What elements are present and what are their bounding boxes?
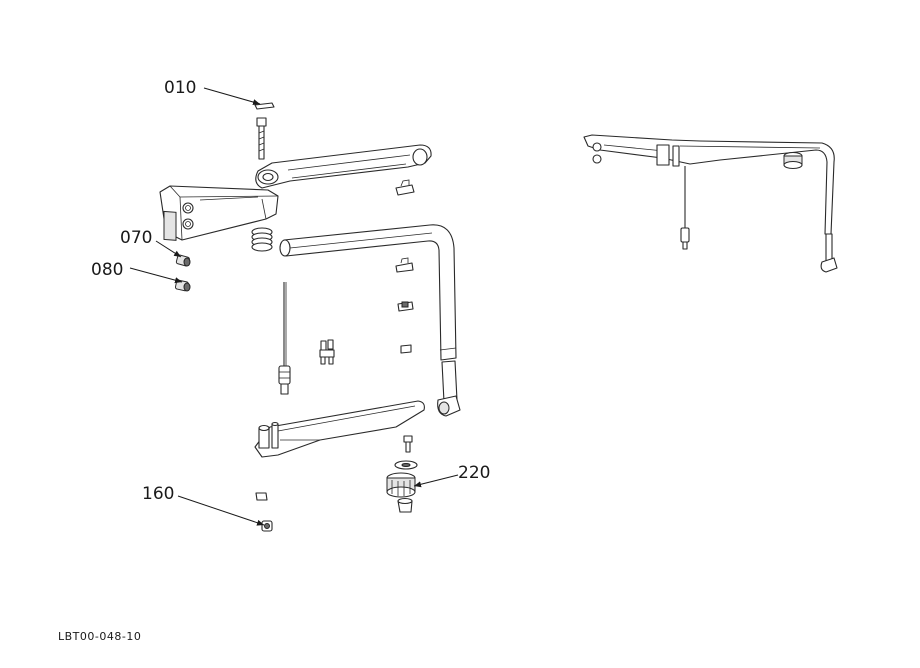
- callout-080: 080: [91, 260, 123, 280]
- small-nut-2: [255, 492, 268, 501]
- callout-010: 010: [164, 78, 196, 98]
- callout-220: 220: [458, 463, 490, 483]
- leader-010: [203, 87, 261, 105]
- twin-screws: [319, 339, 335, 365]
- leader-220: [413, 474, 459, 488]
- antenna-cable: [278, 282, 291, 395]
- part-080-screw: [174, 279, 191, 292]
- clip-1: [395, 179, 415, 196]
- housing-block: [159, 185, 279, 241]
- leader-070: [155, 240, 182, 258]
- washer: [394, 460, 418, 470]
- bolt-small: [403, 435, 413, 453]
- clip-3: [397, 301, 414, 312]
- part-220-knob: [386, 472, 416, 498]
- part-160-screw: [261, 520, 273, 532]
- leader-080: [129, 267, 183, 284]
- nut-bottom: [397, 497, 413, 513]
- upper-arm: [255, 144, 432, 189]
- leader-160: [177, 495, 265, 526]
- callout-070: 070: [120, 228, 152, 248]
- callout-160: 160: [142, 484, 174, 504]
- spring: [251, 227, 273, 252]
- document-id: LBT00-048-10: [58, 630, 141, 643]
- small-nut-1: [400, 344, 412, 354]
- lower-arm: [254, 400, 425, 458]
- assembled-view: [583, 134, 838, 273]
- long-screw: [256, 117, 267, 160]
- part-070-screw: [175, 254, 191, 267]
- clip-2: [395, 257, 414, 273]
- l-shaped-tube: [279, 224, 457, 361]
- tube-lower-segment: [437, 360, 461, 417]
